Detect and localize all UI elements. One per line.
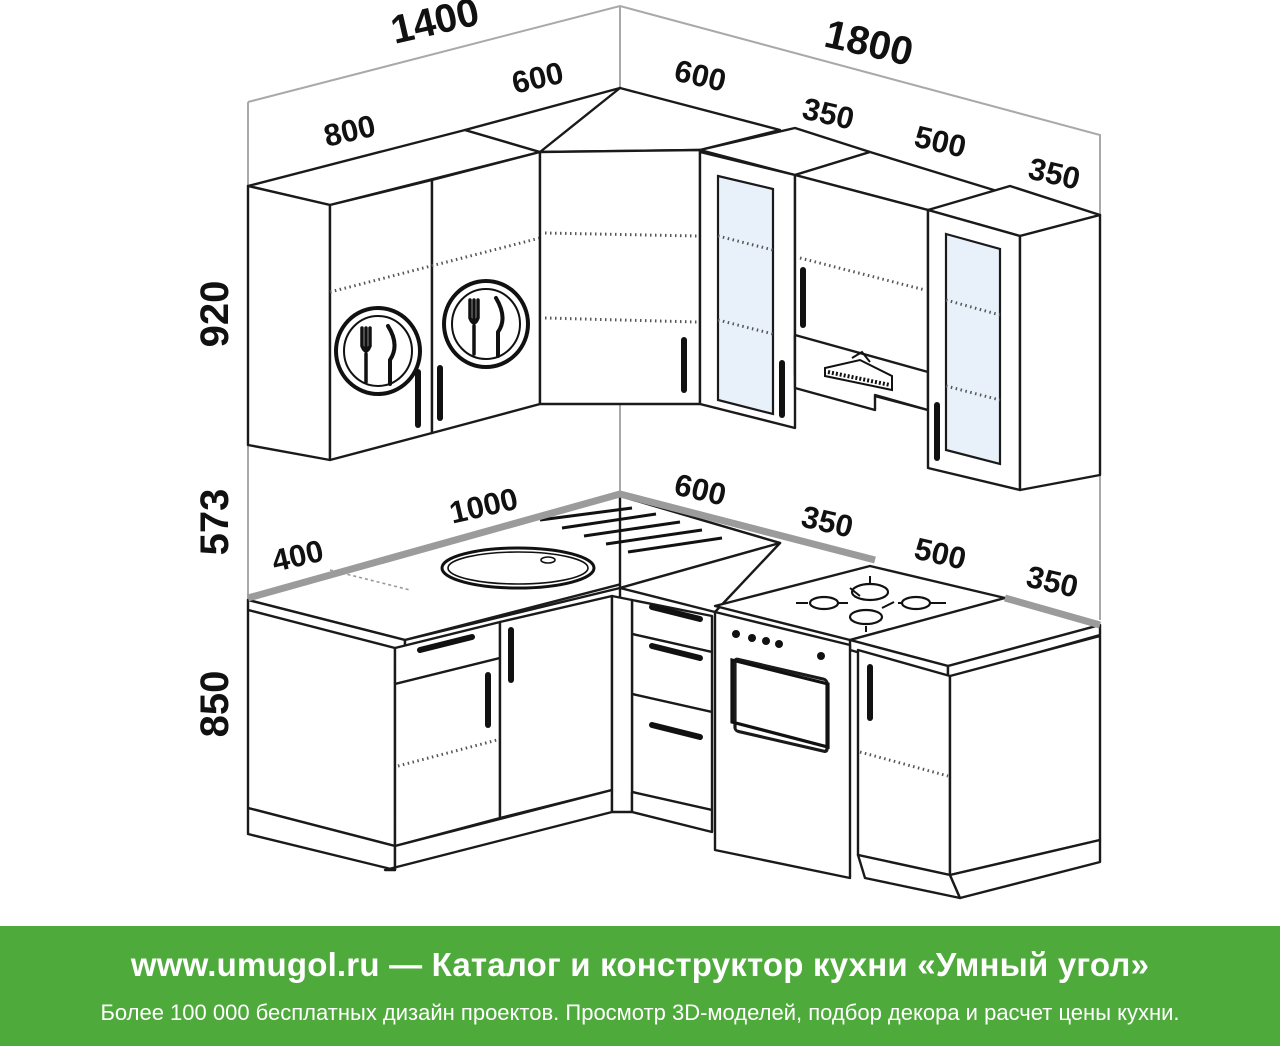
- sink-icon: [440, 506, 723, 590]
- base-handle: [649, 722, 703, 740]
- glass-panel-2: [944, 232, 1002, 466]
- dim-upper-right-2: 500: [911, 119, 969, 165]
- upper-cabinets: [246, 86, 1102, 492]
- dim-upper-corner-right: 600: [671, 53, 729, 99]
- dim-base-corner: 600: [671, 467, 729, 513]
- dim-upper-right-3: 350: [1025, 151, 1083, 197]
- dim-upper-right-1: 350: [799, 91, 857, 137]
- base-left-side: [246, 608, 397, 848]
- dim-base-left-1: 400: [268, 533, 326, 579]
- oven-front: [713, 610, 852, 880]
- range-hood-icon: [824, 350, 893, 392]
- oven-controls: [730, 630, 830, 750]
- dim-height-upper: 920: [193, 281, 237, 348]
- base-door-left: [498, 594, 614, 820]
- dim-height-base: 850: [193, 671, 237, 738]
- fork-knife-plate-icon: [334, 306, 422, 396]
- dim-base-right-3: 350: [1023, 559, 1081, 605]
- kitchen-diagram: 1400 1800 800 600 600 350 500 350 920 57…: [193, 0, 1102, 900]
- upper-left-side: [246, 184, 332, 462]
- dim-upper-left-width: 800: [320, 108, 378, 154]
- countertop-edge: [1004, 594, 1101, 629]
- dim-height-gap: 573: [193, 489, 237, 556]
- dim-upper-corner-left: 600: [508, 55, 566, 101]
- footer-banner: www.umugol.ru — Каталог и конструктор ку…: [0, 926, 1280, 1046]
- glass-panel-1: [716, 174, 775, 416]
- dim-base-right-1: 350: [798, 499, 856, 545]
- countertop-edge: [247, 490, 876, 602]
- dim-base-right-2: 500: [911, 531, 969, 577]
- upper-left-door-2: [430, 150, 542, 435]
- base-handle: [649, 643, 703, 661]
- stove-burner-icon: [796, 576, 946, 632]
- base-handle: [417, 634, 475, 653]
- base-handle: [649, 604, 703, 622]
- upper-corner-cabinet: [538, 148, 702, 406]
- dim-top-right-total: 1800: [821, 12, 918, 75]
- fork-knife-plate-icon: [442, 279, 530, 369]
- base-cabinets: [246, 494, 1102, 900]
- footer-subline: Более 100 000 бесплатных дизайн проектов…: [100, 1000, 1180, 1025]
- footer-headline[interactable]: www.umugol.ru — Каталог и конструктор ку…: [130, 946, 1150, 983]
